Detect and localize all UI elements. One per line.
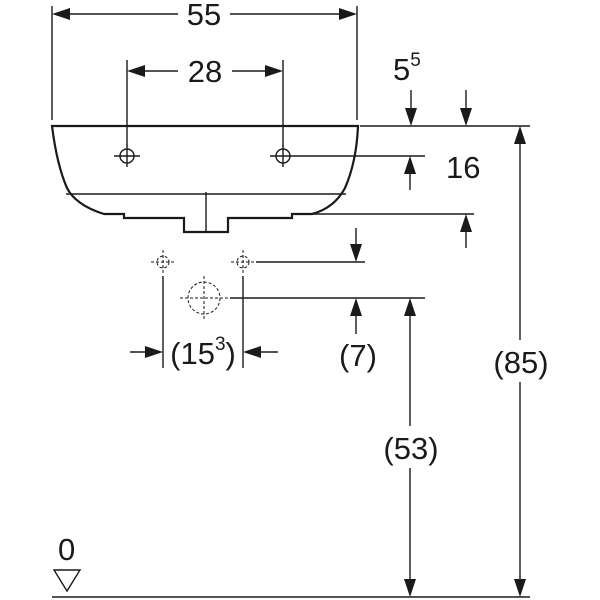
supply-connection-right bbox=[231, 250, 255, 274]
dimension-15-3-label: (153) bbox=[170, 334, 236, 371]
dimension-28-label: 28 bbox=[188, 54, 222, 89]
dimension-7: (7) bbox=[339, 228, 377, 373]
tap-hole-right bbox=[270, 145, 296, 167]
dimension-28: 28 bbox=[127, 54, 283, 89]
dimension-55: 55 bbox=[52, 0, 357, 32]
dimension-53: (53) bbox=[376, 298, 444, 597]
washbasin-outline bbox=[50, 124, 360, 234]
dimension-16: 16 bbox=[404, 150, 480, 190]
tap-hole-left bbox=[114, 145, 140, 167]
dimension-53-label: (53) bbox=[383, 431, 438, 466]
supply-connection-left bbox=[151, 250, 175, 274]
dimension-5-5: 55 bbox=[393, 50, 472, 126]
dimension-5-5-label: 55 bbox=[393, 50, 421, 87]
dimension-15-3: (153) bbox=[130, 334, 278, 371]
floor-level-label: 0 bbox=[58, 532, 75, 567]
floor-level-triangle-icon bbox=[52, 569, 82, 593]
dimension-16-label: 16 bbox=[446, 150, 480, 185]
extension-lines bbox=[51, 6, 530, 598]
drain-connection bbox=[180, 276, 228, 320]
dimension-7-label: (7) bbox=[339, 338, 377, 373]
floor-level-marker: 0 bbox=[52, 532, 82, 593]
dimension-85-label: (85) bbox=[493, 345, 548, 380]
basin-underside-marker bbox=[460, 214, 472, 248]
dimension-55-label: 55 bbox=[187, 0, 221, 32]
dimension-85: (85) bbox=[486, 126, 556, 597]
